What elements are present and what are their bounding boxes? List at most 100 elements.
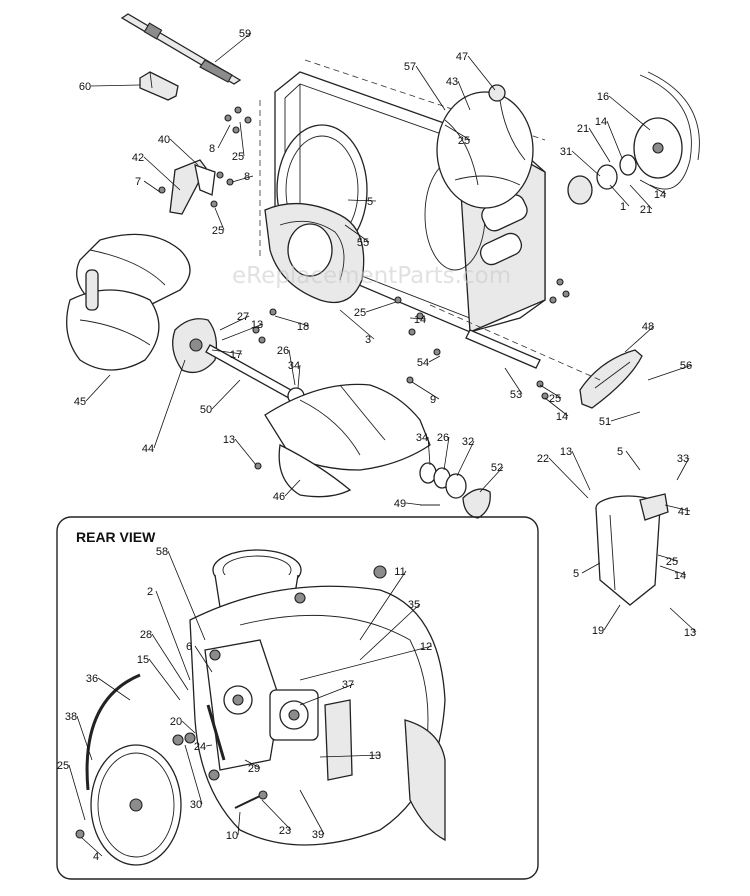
leader-line-50: [211, 379, 241, 410]
leader-line-14d: [544, 397, 569, 417]
callout-label-45: 45: [74, 396, 86, 408]
callout-label-16: 16: [597, 91, 609, 103]
callout-label-25a: 25: [232, 151, 244, 163]
leader-line-49: [405, 502, 423, 506]
callout-label-59: 59: [239, 28, 251, 40]
callout-label-35: 35: [408, 599, 420, 611]
callout-label-28: 28: [140, 629, 152, 641]
callout-label-46: 46: [273, 491, 285, 503]
callout-label-34b: 34: [416, 432, 428, 444]
callout-label-25g: 25: [57, 760, 69, 772]
leader-line-23: [261, 799, 292, 831]
callout-label-58: 58: [156, 546, 168, 558]
callout-label-18: 18: [297, 321, 309, 333]
leader-line-33: [676, 457, 690, 481]
leader-line-34a: [297, 364, 301, 389]
callout-label-14b: 14: [654, 189, 666, 201]
callout-label-20: 20: [170, 716, 182, 728]
leader-line-27: [219, 315, 250, 331]
callout-label-26b: 26: [437, 432, 449, 444]
callout-label-13d: 13: [684, 627, 696, 639]
callout-label-1: 1: [620, 201, 626, 213]
leader-line-34b: [427, 436, 431, 466]
rear-view-inset: REAR VIEW: [56, 516, 539, 880]
callout-label-7: 7: [135, 176, 141, 188]
leader-line-14b: [639, 179, 667, 195]
callout-label-2: 2: [147, 586, 153, 598]
callout-label-8a: 8: [209, 143, 215, 155]
leader-line-8a: [217, 124, 231, 149]
leader-line-25b: [214, 207, 225, 231]
skid-shoe: [579, 349, 643, 409]
leader-line-13d: [669, 607, 697, 633]
callout-label-14a: 14: [595, 116, 607, 128]
leader-line-5a: [347, 199, 377, 202]
leader-line-24: [205, 744, 213, 747]
callout-label-25f: 25: [666, 556, 678, 568]
callout-label-23: 23: [279, 825, 291, 837]
callout-label-31: 31: [560, 146, 572, 158]
leader-line-46: [284, 479, 301, 497]
leader-line-45: [85, 374, 111, 402]
leader-line-15: [148, 658, 181, 701]
callout-label-17: 17: [230, 349, 242, 361]
callout-label-37: 37: [342, 679, 354, 691]
leader-line-52: [479, 466, 504, 493]
hardware: [158, 106, 570, 470]
callout-label-25e: 25: [549, 393, 561, 405]
leader-line-8b: [231, 175, 254, 183]
callout-label-11: 11: [394, 566, 405, 578]
inset-title: REAR VIEW: [76, 529, 156, 545]
callout-label-13e: 13: [369, 750, 381, 762]
callout-label-50: 50: [200, 404, 212, 416]
callout-label-4: 4: [93, 851, 99, 863]
callout-label-56: 56: [680, 360, 692, 372]
leader-line-48: [624, 325, 655, 353]
scraper-bar: [429, 304, 601, 381]
callout-label-49: 49: [394, 498, 406, 510]
callout-label-22: 22: [537, 453, 549, 465]
callout-label-14c: 14: [414, 314, 426, 326]
leader-line-32: [456, 440, 475, 477]
leader-line-42: [143, 156, 181, 191]
callout-label-32: 32: [462, 436, 474, 448]
leader-line-25c: [444, 124, 471, 141]
leader-line-30: [184, 744, 203, 805]
callout-label-34a: 34: [288, 360, 300, 372]
callout-label-44: 44: [142, 443, 154, 455]
side-bracket: [169, 159, 216, 215]
leader-line-53: [504, 367, 523, 395]
callout-label-5b: 5: [617, 446, 623, 458]
callout-label-51: 51: [599, 416, 611, 428]
leader-line-21a: [588, 127, 611, 163]
leader-line-25g: [68, 764, 86, 821]
left-auger: [66, 233, 191, 371]
leader-line-55: [344, 224, 370, 243]
leader-line-28: [151, 633, 189, 691]
leader-line-22: [548, 457, 589, 499]
callout-label-38: 38: [65, 711, 77, 723]
leader-line-57: [415, 65, 446, 111]
right-auger: [264, 383, 431, 498]
callout-label-9: 9: [430, 394, 436, 406]
callout-label-47: 47: [456, 51, 468, 63]
leader-line-19: [603, 604, 621, 631]
leader-line-16: [608, 95, 651, 131]
leader-line-40: [169, 138, 199, 166]
leader-line-38: [76, 715, 93, 761]
callout-label-42: 42: [132, 152, 144, 164]
callout-label-39: 39: [312, 829, 324, 841]
leader-line-31: [571, 150, 601, 177]
callout-label-14d: 14: [556, 411, 568, 423]
discharge-chute: [595, 493, 669, 606]
leader-line-26a: [288, 349, 296, 386]
callout-label-57: 57: [404, 61, 416, 73]
leader-line-51: [610, 411, 641, 422]
leader-line-1: [609, 184, 630, 207]
leader-line-14a: [606, 120, 623, 159]
leader-line-60: [90, 84, 141, 87]
leader-line-9: [411, 381, 440, 400]
